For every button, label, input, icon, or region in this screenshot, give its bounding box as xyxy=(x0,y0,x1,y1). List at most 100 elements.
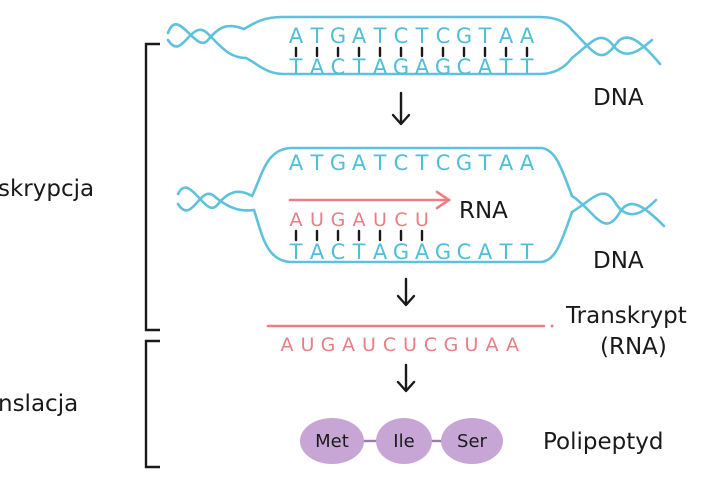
base-letter: A xyxy=(478,240,493,264)
dna-bubble-label: DNA xyxy=(593,248,644,274)
base-letter: A xyxy=(310,240,325,264)
base-letter: A xyxy=(352,24,367,48)
rna-dna-base-pairs xyxy=(294,229,424,242)
base-letter: U xyxy=(415,209,429,231)
base-letter: G xyxy=(330,24,346,48)
base-letter: C xyxy=(424,334,437,356)
dna-helix-top xyxy=(166,15,662,76)
base-letter: A xyxy=(373,55,388,79)
base-letter: A xyxy=(478,55,493,79)
polypeptide-label: Polipeptyd xyxy=(543,429,663,455)
base-letter: U xyxy=(465,334,479,356)
base-letter: C xyxy=(457,240,472,264)
arrow-down-2 xyxy=(396,277,416,307)
amino-acid-ser-label: Ser xyxy=(457,431,488,452)
base-letter: C xyxy=(331,240,346,264)
amino-acid-met xyxy=(300,418,364,464)
base-letter: A xyxy=(520,151,535,175)
base-letter: U xyxy=(310,209,324,231)
base-letter: A xyxy=(373,240,388,264)
amino-acid-ile xyxy=(376,418,432,464)
amino-acid-ile-label: Ile xyxy=(393,431,414,452)
base-letter: A xyxy=(486,334,499,356)
base-letter: T xyxy=(478,151,492,175)
base-letter: A xyxy=(415,55,430,79)
translation-label: nslacja xyxy=(0,391,78,417)
amino-acid-met-label: Met xyxy=(315,431,349,452)
base-letter: T xyxy=(310,151,324,175)
base-letter: G xyxy=(456,151,472,175)
base-letter: C xyxy=(394,24,409,48)
base-letter: T xyxy=(520,55,534,79)
base-letter: G xyxy=(331,209,346,231)
base-letter: A xyxy=(520,24,535,48)
arrow-down-1 xyxy=(391,91,411,126)
base-letter: U xyxy=(373,209,387,231)
polypeptide-chain: Met Ile Ser xyxy=(300,418,503,464)
base-letter: A xyxy=(289,24,304,48)
base-letter: A xyxy=(281,334,294,356)
base-letter: T xyxy=(415,24,429,48)
base-letter: A xyxy=(499,151,514,175)
base-letter: U xyxy=(403,334,417,356)
amino-acid-ser xyxy=(441,418,503,464)
base-letter: A xyxy=(506,334,519,356)
base-letter: T xyxy=(478,24,492,48)
rna-label: RNA xyxy=(459,198,508,224)
base-letter: T xyxy=(373,151,387,175)
base-letter: T xyxy=(499,240,513,264)
base-letter: C xyxy=(436,151,451,175)
base-letter: A xyxy=(415,240,430,264)
arrow-down-3 xyxy=(396,363,416,393)
dna-top-base-pairs xyxy=(294,46,529,58)
base-letter: U xyxy=(301,334,315,356)
base-letter: T xyxy=(352,55,366,79)
base-letter: T xyxy=(352,240,366,264)
base-letter: T xyxy=(310,24,324,48)
transcription-label: skrypcja xyxy=(0,176,94,202)
base-letter: A xyxy=(290,209,303,231)
base-letter: C xyxy=(331,55,346,79)
base-letter: U xyxy=(362,334,376,356)
dna-transcription-bubble xyxy=(176,146,666,264)
base-letter: C xyxy=(383,334,396,356)
base-letter: T xyxy=(289,55,303,79)
base-letter: C xyxy=(457,55,472,79)
base-letter: G xyxy=(435,55,451,79)
transcript-label-line2: (RNA) xyxy=(600,334,667,360)
base-letter: A xyxy=(352,151,367,175)
base-letter: A xyxy=(353,209,366,231)
transcript-label-line1: Transkrypt xyxy=(565,303,687,329)
base-letter: G xyxy=(393,240,409,264)
base-letter: A xyxy=(342,334,355,356)
base-letter: C xyxy=(436,24,451,48)
base-letter: G xyxy=(444,334,459,356)
translation-bracket xyxy=(144,339,160,469)
base-letter: T xyxy=(499,55,513,79)
base-letter: T xyxy=(520,240,534,264)
base-letter: G xyxy=(393,55,409,79)
base-letter: A xyxy=(310,55,325,79)
dna-top-label: DNA xyxy=(593,85,644,111)
base-letter: C xyxy=(394,151,409,175)
transcription-bracket xyxy=(144,42,160,332)
base-letter: A xyxy=(499,24,514,48)
base-letter: A xyxy=(289,151,304,175)
base-letter: G xyxy=(330,151,346,175)
base-letter: C xyxy=(394,209,407,231)
base-letter: G xyxy=(435,240,451,264)
base-letter: G xyxy=(321,334,336,356)
base-letter: T xyxy=(289,240,303,264)
base-letter: T xyxy=(373,24,387,48)
transcript-end-dot xyxy=(550,324,554,328)
base-letter: G xyxy=(456,24,472,48)
base-letter: T xyxy=(415,151,429,175)
